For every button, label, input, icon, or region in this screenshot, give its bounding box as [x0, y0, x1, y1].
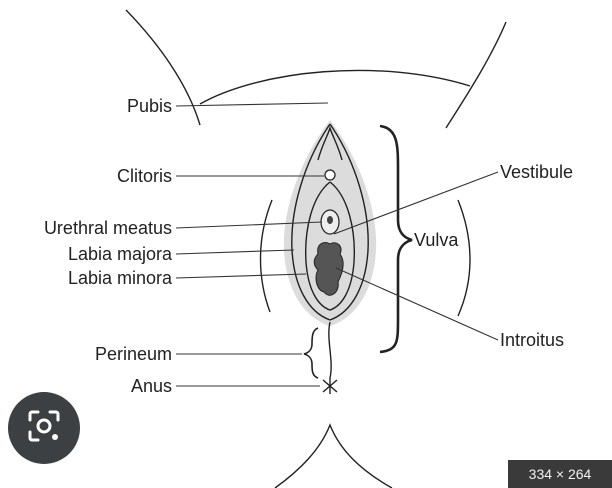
label-introitus: Introitus — [500, 330, 564, 350]
label-clitoris: Clitoris — [117, 166, 172, 186]
label-vulva: Vulva — [414, 230, 459, 250]
clitoral-hood — [317, 125, 343, 161]
vulva-brace — [379, 124, 413, 354]
lens-search-button[interactable] — [8, 392, 80, 464]
label-urethral-meatus: Urethral meatus — [44, 218, 172, 238]
buttocks-contour — [274, 423, 393, 488]
labia-majora-leader — [175, 249, 295, 255]
labia-majora-outline — [291, 123, 369, 321]
label-labia-minora: Labia minora — [68, 268, 173, 288]
image-size-badge: 334 × 264 — [508, 460, 612, 488]
introitus-leader — [335, 267, 499, 341]
pubic-mound-contour — [199, 69, 471, 105]
labia-minora-leader — [175, 273, 307, 279]
label-anus: Anus — [131, 376, 172, 396]
vestibule-leader — [333, 171, 499, 235]
left-thigh-contour — [125, 9, 201, 126]
left-inner-thigh-contour — [259, 199, 273, 313]
anus-marker — [322, 378, 338, 394]
label-vestibule: Vestibule — [500, 162, 573, 182]
label-labia-majora: Labia majora — [68, 244, 173, 264]
perineum-brace — [303, 327, 319, 379]
label-pubis: Pubis — [127, 96, 172, 116]
urethral-meatus-opening — [327, 216, 333, 224]
right-thigh-contour — [445, 21, 507, 129]
google-lens-icon — [24, 406, 64, 451]
label-perineum: Perineum — [95, 344, 172, 364]
clitoris-glans — [324, 169, 336, 181]
introitus-shape — [313, 241, 344, 296]
right-inner-thigh-contour — [457, 199, 471, 317]
urethral-meatus-leader — [175, 221, 323, 229]
pubis-leader — [175, 102, 329, 107]
perineum-line — [328, 321, 332, 379]
